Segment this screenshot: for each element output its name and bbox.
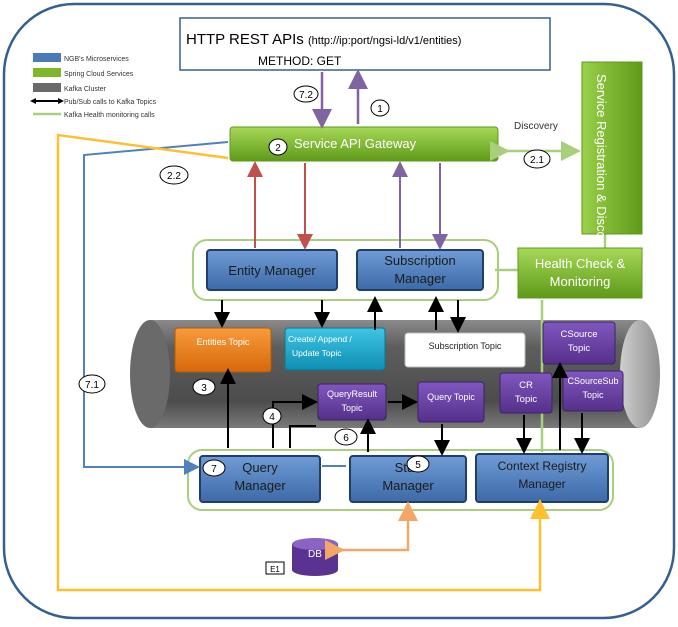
service-registry-label: Service Registration & Discovery <box>594 74 609 264</box>
outer-frame <box>2 2 676 620</box>
csource-topic-box <box>542 321 616 365</box>
http-method: METHOD: GET <box>258 54 342 68</box>
csource-topic-label-1: CSource <box>561 329 598 340</box>
entities-topic-box <box>174 327 272 373</box>
create-topic-label-2: Update Topic <box>292 348 342 358</box>
entity-manager-label: Entity Manager <box>228 263 316 278</box>
subscription-manager-label-1: Subscription <box>384 253 456 268</box>
step-7-circle <box>202 459 226 477</box>
health-check-label-2: Monitoring <box>550 274 611 289</box>
e1-box <box>265 561 285 575</box>
discovery-label: Discovery <box>514 121 558 132</box>
step-2-label: 2 <box>275 143 281 154</box>
query-topic-box <box>417 381 485 423</box>
service-registry-box <box>581 61 643 235</box>
stub-manager-label-2: Manager <box>382 478 434 493</box>
csource-topic-label-2: Topic <box>568 343 590 354</box>
e1-label: E1 <box>270 565 280 574</box>
health-check-box <box>517 247 643 299</box>
cr-topic-label-1: CR <box>519 380 533 391</box>
step-71-label: 7.1 <box>85 380 99 391</box>
legend-swatch-spring <box>33 68 61 77</box>
legend-label-kafka: Kafka Cluster <box>64 86 107 93</box>
queryresult-topic-label-2: Topic <box>341 403 363 413</box>
step-4-label: 4 <box>269 412 275 423</box>
create-topic-label-1: Create/ Append / <box>288 334 352 344</box>
arrow-stub-to-db <box>325 501 418 560</box>
db-cylinder: DB <box>292 538 338 576</box>
step-72-circle <box>293 85 319 103</box>
legend-label-pubsub: Pub/Sub calls to Kafka Topics <box>64 99 157 106</box>
step-5-label: 5 <box>415 460 421 471</box>
step-4-circle <box>262 407 282 425</box>
legend-label-health: Kafka Health monitoring calls <box>64 112 155 119</box>
query-topic-label: Query Topic <box>427 392 475 402</box>
step-5-circle <box>406 455 430 473</box>
kafka-cylinder-left-end <box>130 320 170 428</box>
cr-topic-label-2: Topic <box>515 394 537 405</box>
queryresult-topic-box <box>317 383 387 421</box>
db-bottom <box>292 564 338 576</box>
csourcesub-topic-label-2: Topic <box>582 390 604 400</box>
query-manager-label-1: Query <box>242 460 278 475</box>
kafka-cylinder-right-end <box>620 320 660 428</box>
step-72-label: 7.2 <box>299 90 313 101</box>
csourcesub-topic-box <box>562 370 624 412</box>
step-3-label: 3 <box>201 383 207 394</box>
create-update-topic-box <box>284 327 386 371</box>
subscription-manager-label-2: Manager <box>394 271 446 286</box>
step-6-label: 6 <box>343 433 349 444</box>
subscription-topic-label: Subscription Topic <box>429 341 502 351</box>
legend-swatch-kafka <box>33 83 61 92</box>
step-2-circle <box>268 138 288 156</box>
entities-topic-label: Entities Topic <box>197 337 250 347</box>
http-api-box <box>179 17 551 71</box>
legend-label-ngb: NGB's Microservices <box>64 56 129 63</box>
subscription-topic-box <box>404 332 526 368</box>
csourcesub-topic-label-1: CSourceSub <box>567 376 618 386</box>
step-6-circle <box>334 428 358 446</box>
legend-label-spring: Spring Cloud Services <box>64 71 134 78</box>
context-registry-manager-label-2: Manager <box>518 477 565 491</box>
step-21-circle <box>523 149 551 169</box>
step-22-label: 2.2 <box>167 171 181 182</box>
legend-swatch-ngb <box>33 53 61 62</box>
legend: NGB's Microservices Spring Cloud Service… <box>30 53 157 119</box>
http-api-title: HTTP REST APIs (http://ip:port/ngsi-ld/v… <box>186 31 461 48</box>
step-markers: 1 7.2 2 2.1 2.2 7.1 3 4 6 7 5 <box>78 85 551 477</box>
subscription-manager-box <box>356 249 484 291</box>
context-registry-manager-label-1: Context Registry <box>498 459 587 473</box>
query-manager-label-2: Manager <box>234 478 286 493</box>
cr-topic-box <box>499 372 553 414</box>
step-22-circle <box>159 165 189 185</box>
arrow-gateway-to-context-registry <box>56 133 550 592</box>
line-query-manager-topic <box>289 425 316 448</box>
health-check-label-1: Health Check & <box>535 256 626 271</box>
step-21-label: 2.1 <box>530 155 544 166</box>
entity-manager-box <box>206 249 338 291</box>
db-label: DB <box>308 549 322 560</box>
step-1-label: 1 <box>377 104 383 115</box>
gateway-label: Service API Gateway <box>294 136 417 151</box>
step-1-circle <box>370 99 390 117</box>
step-3-circle <box>192 378 216 396</box>
step-7-label: 7 <box>211 464 217 475</box>
queryresult-topic-label-1: QueryResult <box>327 389 378 399</box>
arrow-query-manager-to-queryresult <box>272 394 318 448</box>
query-manager-box <box>199 455 321 503</box>
step-71-circle <box>78 374 106 394</box>
